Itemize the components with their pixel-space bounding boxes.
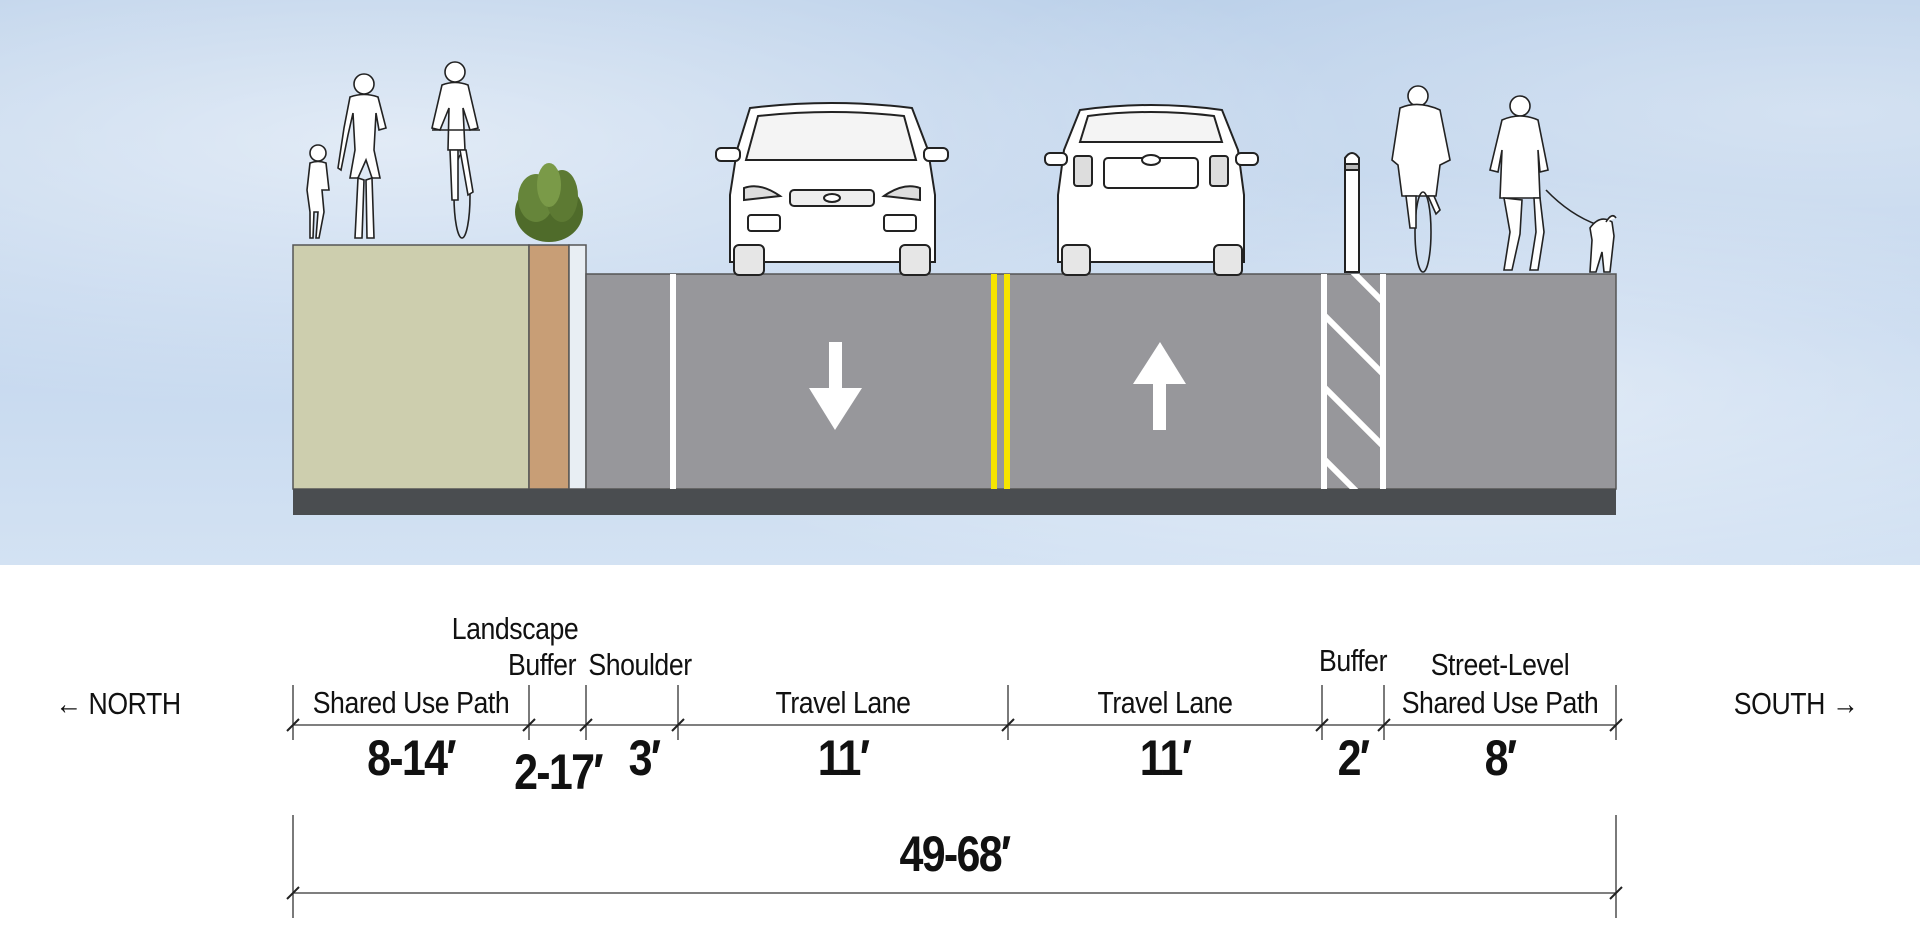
buffer-hatching bbox=[1321, 274, 1386, 489]
shoulder-edge-line bbox=[670, 274, 676, 489]
total-width: 49-68′ bbox=[899, 826, 1012, 882]
child-pedestrian-icon bbox=[306, 144, 330, 239]
segment-label-shared-use-path: Shared Use Path bbox=[312, 685, 510, 720]
down-arrow-icon bbox=[809, 342, 862, 430]
dog-icon bbox=[1545, 189, 1617, 273]
woman-pedestrian-icon bbox=[337, 73, 387, 239]
segment-label-travel-lane-south: Travel Lane bbox=[775, 685, 911, 720]
street-cyclist-icon bbox=[1391, 85, 1451, 273]
segment-width-travel-lane-south: 11′ bbox=[817, 730, 870, 786]
centerline-left bbox=[991, 274, 997, 489]
roadway-pavement bbox=[585, 273, 1617, 490]
right-arrow-icon: → bbox=[1831, 686, 1859, 721]
segment-label-street-level-line2: Shared Use Path bbox=[1401, 685, 1599, 720]
segment-width-buffer: 2′ bbox=[1337, 730, 1371, 786]
man-pedestrian-icon bbox=[1489, 95, 1549, 271]
segment-width-shoulder: 3′ bbox=[628, 730, 662, 786]
segment-width-street-level: 8′ bbox=[1484, 730, 1518, 786]
segment-label-travel-lane-north: Travel Lane bbox=[1097, 685, 1233, 720]
south-direction-label: SOUTH → bbox=[1733, 686, 1859, 721]
segment-width-travel-lane-north: 11′ bbox=[1139, 730, 1192, 786]
shared-use-path-block bbox=[292, 244, 530, 490]
segment-label-street-level-line1: Street-Level bbox=[1430, 647, 1570, 682]
segment-width-shared-use-path: 8-14′ bbox=[367, 730, 456, 786]
shrub-icon bbox=[515, 163, 583, 242]
segment-label-landscape-buffer-line2: Buffer bbox=[507, 647, 577, 682]
cyclist-icon bbox=[431, 61, 480, 239]
segment-label-buffer: Buffer bbox=[1318, 643, 1388, 678]
segment-width-landscape-buffer: 2-17′ bbox=[514, 744, 603, 800]
up-arrow-icon bbox=[1133, 342, 1186, 430]
bollard-icon bbox=[1344, 152, 1360, 273]
street-cross-section bbox=[292, 61, 1617, 515]
centerline-right bbox=[1004, 274, 1010, 489]
landscape-buffer-strip bbox=[528, 244, 570, 490]
left-arrow-icon: ← bbox=[55, 686, 82, 721]
car-rear-icon bbox=[1044, 104, 1259, 276]
car-front-icon bbox=[715, 102, 949, 276]
segment-label-shoulder: Shoulder bbox=[588, 647, 692, 682]
segment-label-landscape-buffer-line1: Landscape bbox=[451, 611, 579, 646]
road-base bbox=[293, 489, 1616, 515]
north-direction-label: ← NORTH bbox=[55, 686, 181, 721]
